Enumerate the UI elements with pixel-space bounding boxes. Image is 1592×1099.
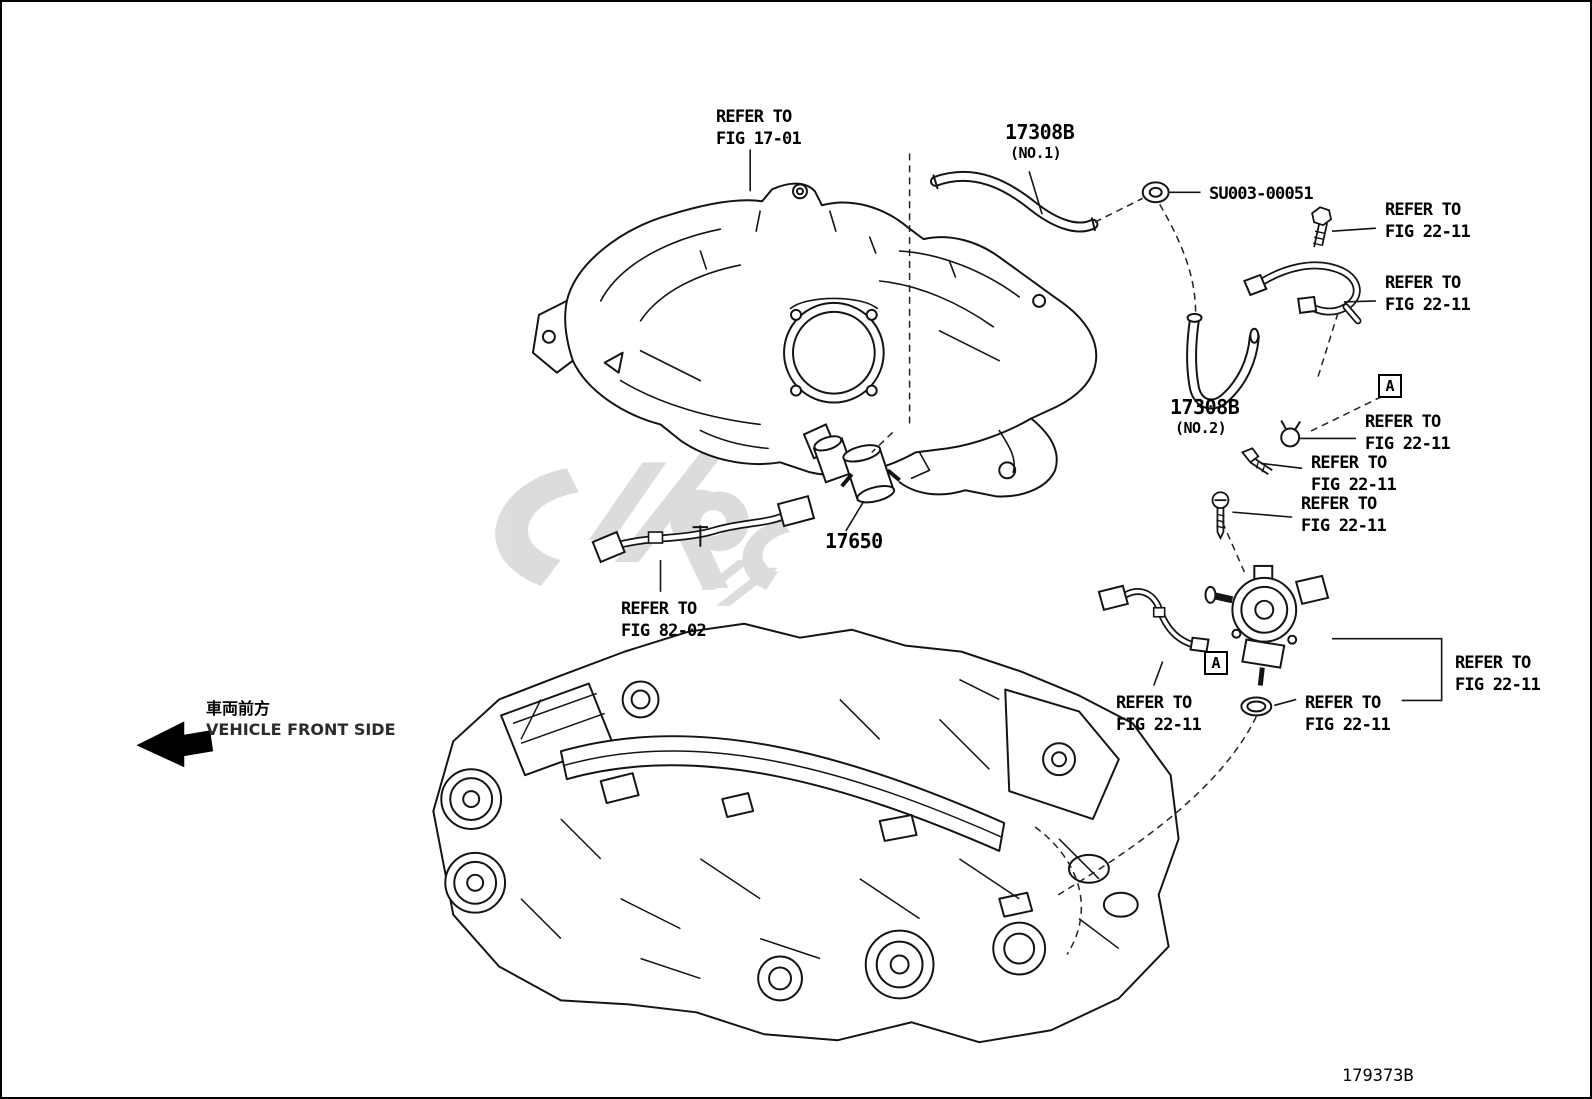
part-label-17308b-no1: 17308B (NO.1) bbox=[1005, 120, 1075, 162]
figure-code: 179373B bbox=[1342, 1066, 1414, 1086]
vehicle-front-label-en: VEHICLE FRONT SIDE bbox=[206, 720, 396, 739]
throttle-body bbox=[783, 297, 885, 404]
vacuum-pipe-assembly bbox=[1243, 261, 1362, 325]
callout-refer-fig-22-11-bolt: REFER TO FIG 22-11 bbox=[1385, 200, 1471, 242]
part-number-17308b-no1: 17308B bbox=[1005, 120, 1075, 144]
callout-refer-fig-22-11-pump: REFER TO FIG 22-11 bbox=[1455, 653, 1541, 695]
vehicle-front-arrow-icon bbox=[136, 721, 214, 768]
vehicle-front-label-jp: 車両前方 bbox=[206, 699, 271, 718]
callout-refer-fig-22-11-screw: REFER TO FIG 22-11 bbox=[1301, 494, 1387, 536]
part-variant-no2: (NO.2) bbox=[1175, 419, 1227, 437]
hose-clamp-icon bbox=[1280, 419, 1302, 448]
callout-refer-fig-22-11-harness: REFER TO FIG 22-11 bbox=[1116, 693, 1202, 735]
part-label-17650: 17650 bbox=[825, 529, 883, 553]
hose-17308b-no1 bbox=[930, 170, 1099, 233]
wire-harness-82-02 bbox=[591, 494, 816, 564]
watermark-logo bbox=[495, 450, 791, 606]
callout-refer-fig-82-02: REFER TO FIG 82-02 bbox=[621, 599, 707, 641]
callout-refer-fig-22-11-oring: REFER TO FIG 22-11 bbox=[1305, 693, 1391, 735]
part-number-17308b-no2: 17308B bbox=[1170, 395, 1240, 419]
screw-icon bbox=[1211, 491, 1230, 541]
pump-harness bbox=[1097, 584, 1210, 653]
part-label-su003-00051: SU003-00051 bbox=[1209, 184, 1314, 204]
leader-lines bbox=[659, 149, 1443, 707]
callout-refer-fig-22-11-clamp: REFER TO FIG 22-11 bbox=[1365, 412, 1451, 454]
bolt-mid-icon bbox=[1240, 447, 1273, 476]
callout-refer-fig-17-01: REFER TO FIG 17-01 bbox=[716, 107, 802, 149]
solenoid-valve-17650 bbox=[802, 423, 901, 504]
detail-marker-a-upper: A bbox=[1378, 374, 1402, 398]
bolt-upper-icon bbox=[1311, 206, 1333, 248]
hose-17308b-no2 bbox=[1186, 312, 1260, 410]
o-ring bbox=[1240, 696, 1273, 717]
part-label-17308b-no2: 17308B (NO.2) bbox=[1170, 395, 1240, 437]
callout-refer-fig-22-11-bolt-mid: REFER TO FIG 22-11 bbox=[1311, 453, 1397, 495]
fuel-pump-assembly bbox=[1204, 564, 1330, 686]
part-variant-no1: (NO.1) bbox=[1010, 144, 1062, 162]
grommet-su003 bbox=[1141, 181, 1170, 204]
engine-block bbox=[432, 622, 1180, 1044]
callout-refer-fig-22-11-pipe: REFER TO FIG 22-11 bbox=[1385, 273, 1471, 315]
assembly-dashed-lines bbox=[871, 153, 1383, 955]
part-number-17650: 17650 bbox=[825, 529, 883, 553]
detail-marker-a-lower: A bbox=[1204, 651, 1228, 675]
